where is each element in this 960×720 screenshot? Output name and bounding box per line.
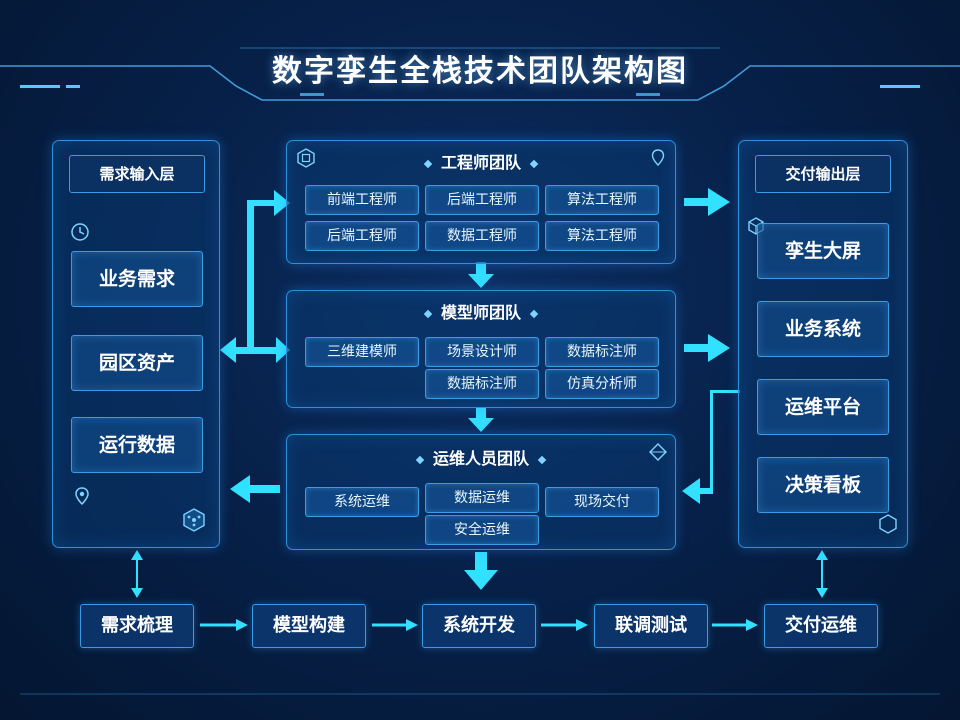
team-down-arrows (464, 262, 498, 590)
workflow-arrows (200, 619, 758, 631)
diamond-icon (649, 443, 667, 461)
input-layer-panel: 需求输入层 业务需求 园区资产 运行数据 (52, 140, 220, 548)
map-pin-icon (75, 487, 89, 506)
role-data-ops: 数据运维 (425, 483, 539, 513)
input-item-park-assets: 园区资产 (71, 335, 203, 391)
input-item-operation-data: 运行数据 (71, 417, 203, 473)
ops-team-title: 运维人员团队 (287, 445, 675, 469)
role-data-engineer: 数据工程师 (425, 221, 539, 251)
location-pin-icon (651, 149, 665, 166)
page-title: 数字孪生全栈技术团队架构图 (272, 54, 688, 89)
workflow-step-development: 系统开发 (422, 604, 536, 648)
role-security-ops: 安全运维 (425, 515, 539, 545)
role-simulation-analyst: 仿真分析师 (545, 369, 659, 399)
modeler-team-panel: 模型师团队 三维建模师 场景设计师 数据标注师 数据标注师 仿真分析师 (286, 290, 676, 408)
engineer-team-title: 工程师团队 (287, 149, 675, 173)
input-layer-title: 需求输入层 (69, 155, 205, 193)
role-backend-engineer: 后端工程师 (425, 185, 539, 215)
role-scene-designer: 场景设计师 (425, 337, 539, 367)
role-frontend-engineer: 前端工程师 (305, 185, 419, 215)
workflow-step-modeling: 模型构建 (252, 604, 366, 648)
role-onsite-delivery: 现场交付 (545, 487, 659, 517)
workflow-step-integration-test: 联调测试 (594, 604, 708, 648)
output-item-twin-screen: 孪生大屏 (757, 223, 889, 279)
hexagon-outline-icon (879, 514, 897, 534)
right-arrows (684, 188, 730, 362)
role-backend-engineer-2: 后端工程师 (305, 221, 419, 251)
ops-to-input-arrow (230, 475, 280, 503)
output-feedback-connector (682, 390, 740, 504)
engineer-team-panel: 工程师团队 前端工程师 后端工程师 算法工程师 后端工程师 数据工程师 算法工程… (286, 140, 676, 264)
workflow-step-delivery-ops: 交付运维 (764, 604, 878, 648)
hexagon-network-icon (183, 508, 205, 532)
output-layer-title: 交付输出层 (755, 155, 891, 193)
ops-team-panel: 运维人员团队 系统运维 数据运维 现场交付 安全运维 (286, 434, 676, 550)
output-item-decision-board: 决策看板 (757, 457, 889, 513)
workflow-step-requirements: 需求梳理 (80, 604, 194, 648)
header-dashes (20, 85, 920, 96)
output-item-ops-platform: 运维平台 (757, 379, 889, 435)
role-3d-modeler: 三维建模师 (305, 337, 419, 367)
side-double-arrows (131, 550, 828, 598)
clock-icon (71, 223, 89, 241)
role-data-annotator-2: 数据标注师 (425, 369, 539, 399)
output-layer-panel: 交付输出层 孪生大屏 业务系统 运维平台 决策看板 (738, 140, 908, 548)
role-data-annotator: 数据标注师 (545, 337, 659, 367)
modeler-team-title: 模型师团队 (287, 299, 675, 323)
output-item-business-system: 业务系统 (757, 301, 889, 357)
input-item-business-demand: 业务需求 (71, 251, 203, 307)
role-algorithm-engineer-2: 算法工程师 (545, 221, 659, 251)
role-system-ops: 系统运维 (305, 487, 419, 517)
header-frame (0, 47, 960, 101)
role-algorithm-engineer: 算法工程师 (545, 185, 659, 215)
left-connector (220, 190, 290, 363)
